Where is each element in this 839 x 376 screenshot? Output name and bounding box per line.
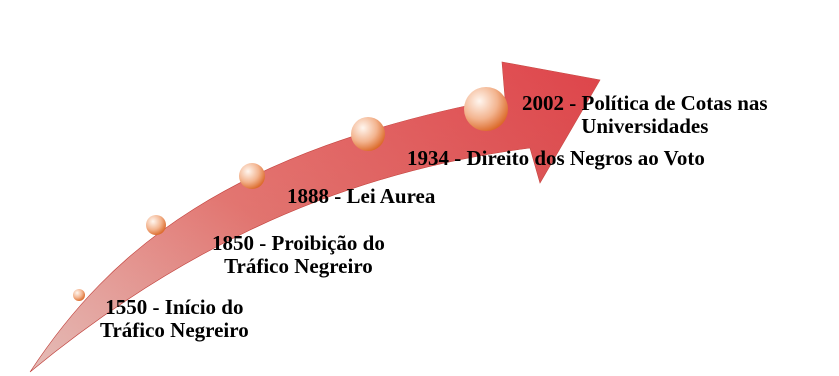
timeline-bubbles bbox=[73, 87, 508, 301]
event-1850-line2: Tráfico Negreiro bbox=[224, 254, 373, 278]
event-1888-line1: 1888 - Lei Aurea bbox=[287, 184, 436, 208]
bubble-1550 bbox=[73, 289, 85, 301]
bubble-1934 bbox=[351, 117, 385, 151]
event-1550-line1: 1550 - Início do bbox=[105, 295, 244, 319]
event-label-1888: 1888 - Lei Aurea bbox=[287, 185, 435, 208]
event-label-1850: 1850 - Proibição do Tráfico Negreiro bbox=[212, 232, 385, 278]
event-2002-line1: 2002 - Política de Cotas nas bbox=[522, 91, 768, 115]
arrow-shading bbox=[30, 62, 600, 372]
bubble-1888 bbox=[239, 163, 265, 189]
event-label-2002: 2002 - Política de Cotas nas Universidad… bbox=[522, 92, 768, 138]
event-1550-line2: Tráfico Negreiro bbox=[100, 318, 249, 342]
event-label-1550: 1550 - Início do Tráfico Negreiro bbox=[100, 296, 249, 342]
bubble-2002 bbox=[464, 87, 508, 131]
event-2002-line2: Universidades bbox=[581, 114, 709, 138]
event-1850-line1: 1850 - Proibição do bbox=[212, 231, 385, 255]
event-label-1934: 1934 - Direito dos Negros ao Voto bbox=[407, 147, 705, 170]
bubble-1850 bbox=[146, 215, 166, 235]
event-1934-line1: 1934 - Direito dos Negros ao Voto bbox=[407, 146, 705, 170]
